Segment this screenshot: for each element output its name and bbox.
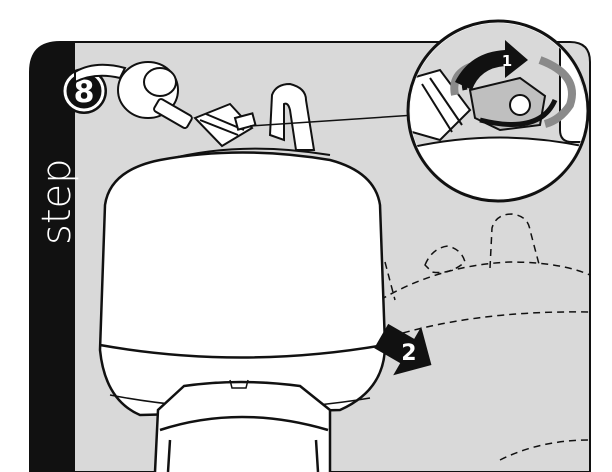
step-label: step [34,158,80,245]
callout-1: 1 [502,52,512,70]
callout-2: 2 [401,341,416,366]
